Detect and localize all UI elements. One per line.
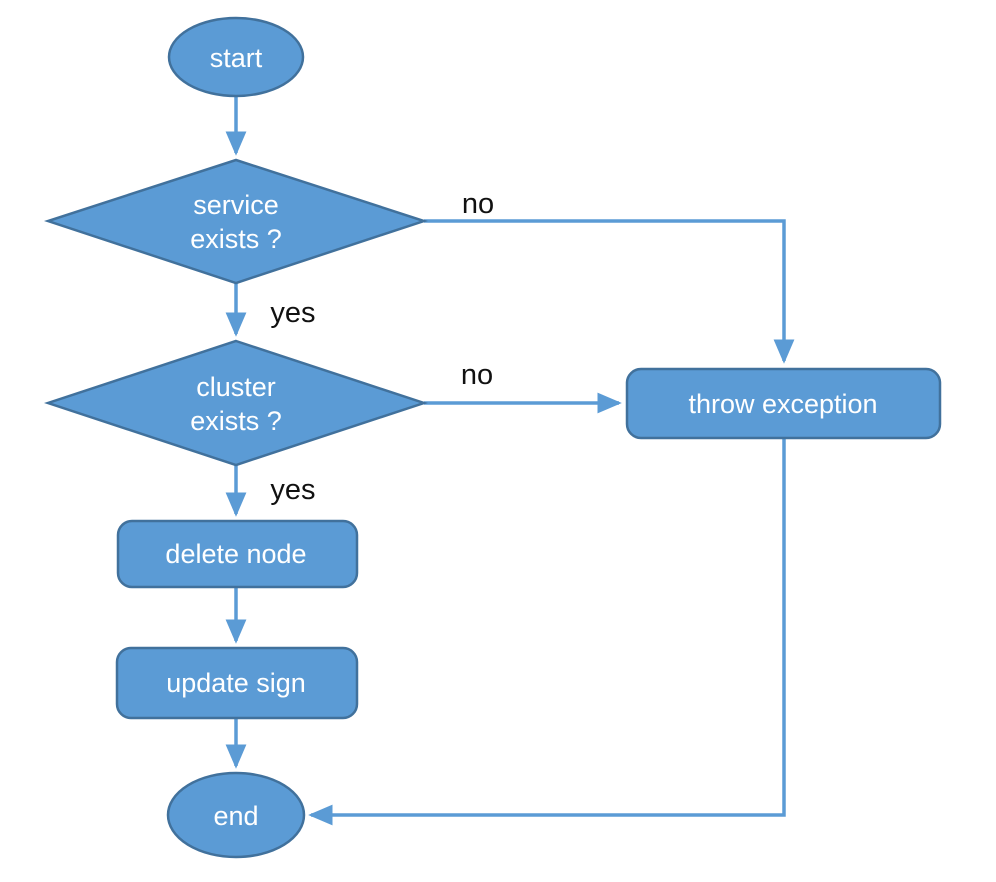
edge-label-cluster-yes: yes [270,474,315,506]
edge-label-service-yes: yes [270,297,315,329]
start-ellipse [167,16,305,98]
update-sign-label: update sign [166,668,306,698]
service-exists-label-line2: exists ? [190,224,282,254]
node-start: start [167,16,305,98]
update-sign-rect [115,646,359,720]
edge-service-exists-no-to-throw-exception [424,219,795,364]
edge-label-cluster-no: no [461,359,493,391]
throw-exception-label: throw exception [688,389,877,419]
node-delete-node: delete node [116,519,359,589]
node-update-sign: update sign [115,646,359,720]
delete-node-rect [116,519,359,589]
cluster-exists-label-line1: cluster [196,372,276,402]
end-label: end [213,801,258,831]
edge-throw-exception-to-end [308,438,786,826]
delete-node-label: delete node [165,539,306,569]
throw-exception-rect [625,367,942,440]
node-cluster-exists: cluster exists ? [44,339,428,467]
cluster-exists-label-line2: exists ? [190,406,282,436]
start-label: start [210,43,263,73]
service-exists-label-line1: service [193,190,279,220]
node-throw-exception: throw exception [625,367,942,440]
edge-label-service-no: no [462,188,494,220]
end-ellipse [166,771,306,859]
cluster-exists-diamond [44,339,428,467]
node-end: end [166,771,306,859]
service-exists-diamond [43,158,429,285]
node-service-exists: service exists ? [43,158,429,285]
